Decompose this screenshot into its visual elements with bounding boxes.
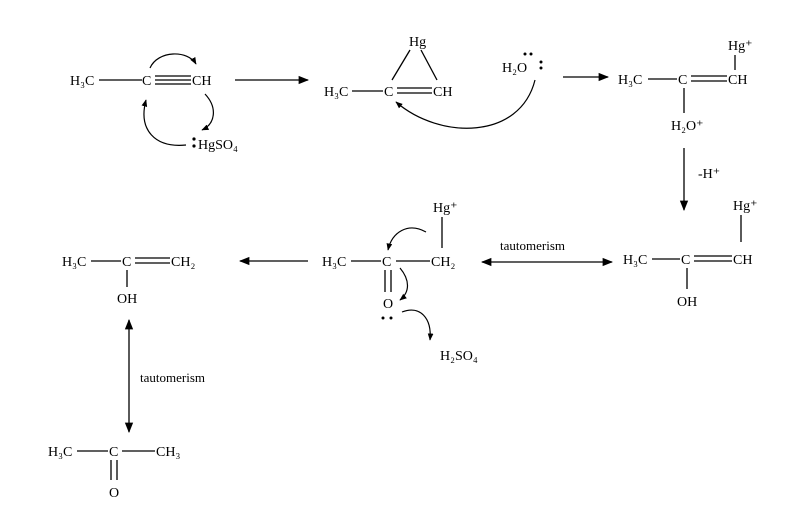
- organomercury-enol: Hg⁺ H₃C C CH OH: [623, 199, 758, 310]
- tautomerism-label-1: tautomerism: [500, 238, 565, 253]
- mercurinium-intermediate: Hg H₃C C CH: [324, 35, 452, 100]
- cyclic-hg-c-bond: [391, 49, 411, 81]
- cyclic-ch3-label: H₃C: [324, 85, 348, 100]
- water-lone-pair-dot-3: [539, 60, 543, 64]
- curly-arrow-to-hgso4: [201, 93, 214, 131]
- curly-arrow-to-oxygen: [399, 267, 409, 301]
- curly-arrow-pi-to-hg: [149, 53, 197, 69]
- water-lone-pair-dot-2: [529, 52, 533, 56]
- enol-c-label: C: [122, 255, 131, 270]
- acetone-molecule: H₃C C CH₃ O: [48, 445, 180, 501]
- curly-arrow-hg-lone-pair: [141, 99, 187, 146]
- alkyne-ch3-label: H₃C: [70, 74, 94, 89]
- keto-o-lone-pair-dot-2: [389, 316, 393, 320]
- keto-hg-label: Hg⁺: [433, 201, 458, 216]
- cyclic-ch-label: CH: [433, 85, 452, 100]
- cyclic-hg-ch-bond: [420, 49, 438, 81]
- cyclic-c-label: C: [384, 85, 393, 100]
- acetone-ch3-left-label: H₃C: [48, 445, 72, 460]
- keto-o-label: O: [383, 297, 393, 312]
- acetone-c-label: C: [109, 445, 118, 460]
- enol-hg-label: Hg⁺: [733, 199, 758, 214]
- alkyne-c-label: C: [142, 74, 151, 89]
- keto-c-label: C: [382, 255, 391, 270]
- water-lone-pair-dot-4: [539, 66, 543, 70]
- alkyne-ch-label: CH: [192, 74, 211, 89]
- adduct-c-label: C: [678, 73, 687, 88]
- enol-hg-oh-label: OH: [677, 295, 697, 310]
- keto-ch2-label: CH₂: [431, 255, 455, 270]
- adduct-hg-label: Hg⁺: [728, 39, 753, 54]
- adduct-ch3-label: H₃C: [618, 73, 642, 88]
- oxonium-adduct: Hg⁺ H₃C C CH H₂O⁺: [618, 39, 753, 134]
- enol-ch2-label: CH₂: [171, 255, 195, 270]
- curly-arrow-water-attack: [395, 79, 536, 129]
- water-label: H₂O: [502, 61, 527, 76]
- propyne-molecule: H₃C C CH: [70, 74, 211, 89]
- keto-organomercury: Hg⁺ H₃C C CH₂ O: [322, 201, 458, 320]
- water-lone-pair-dot-1: [523, 52, 527, 56]
- enol-ch3-label: H₃C: [62, 255, 86, 270]
- curly-arrow-c-hg-bond: [386, 227, 427, 251]
- hgso4-lone-pair-dot-2: [192, 144, 196, 148]
- adduct-ch-label: CH: [728, 73, 747, 88]
- enol-hg-c-label: C: [681, 253, 690, 268]
- acetone-ch3-right-label: CH₃: [156, 445, 180, 460]
- byproduct-label: H₂SO₄: [440, 349, 478, 364]
- enol-oh-label: OH: [117, 292, 137, 307]
- cyclic-hg-label: Hg: [409, 35, 426, 50]
- hgso4-lone-pair-dot-1: [192, 137, 196, 141]
- adduct-h2o-label: H₂O⁺: [671, 119, 704, 134]
- curly-arrow-to-byproduct: [401, 309, 434, 341]
- tautomerism-label-2: tautomerism: [140, 370, 205, 385]
- keto-o-lone-pair-dot-1: [381, 316, 385, 320]
- hgso4-label: HgSO₄: [198, 138, 238, 153]
- enol-hg-ch-label: CH: [733, 253, 752, 268]
- enol-molecule: H₃C C CH₂ OH: [62, 255, 195, 307]
- keto-ch3-label: H₃C: [322, 255, 346, 270]
- enol-hg-ch3-label: H₃C: [623, 253, 647, 268]
- acetone-o-label: O: [109, 486, 119, 501]
- deprotonation-label: -H⁺: [698, 167, 720, 182]
